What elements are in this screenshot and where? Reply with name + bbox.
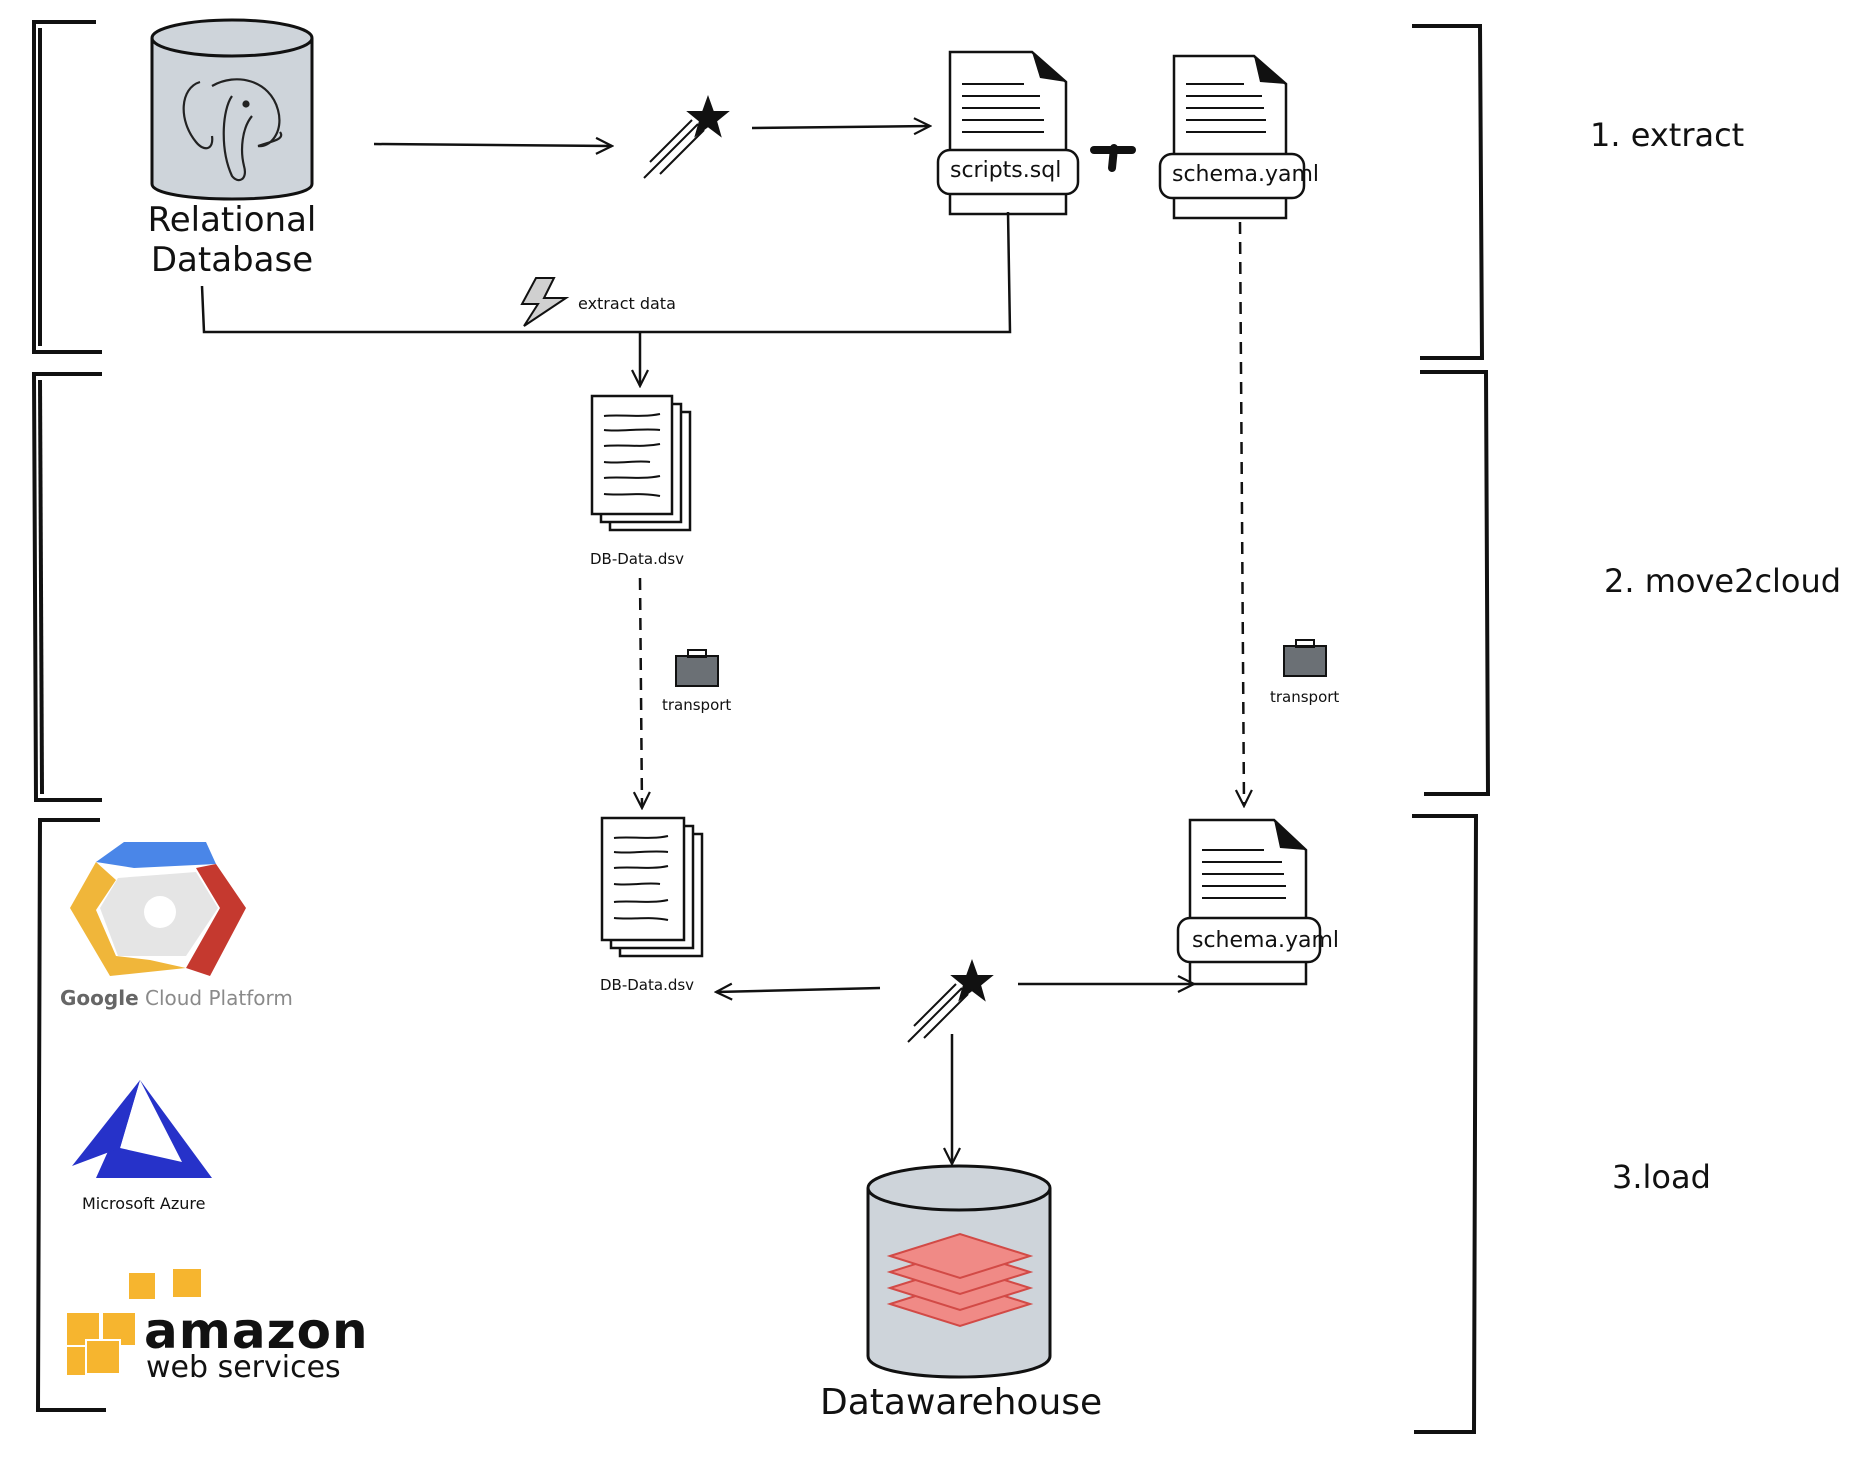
shooting-star-icon-bottom — [907, 959, 994, 1043]
extract-data-label: extract data — [578, 294, 676, 313]
db-data-label-bottom: DB-Data.dsv — [600, 976, 695, 994]
phase-load-label: 3.load — [1612, 1158, 1711, 1196]
microsoft-azure-logo — [72, 1080, 212, 1178]
layers-icon — [886, 1232, 1034, 1328]
bracket-right-load — [1412, 814, 1479, 1434]
transport-label-left: transport — [662, 696, 732, 714]
transport-label-right: transport — [1270, 688, 1340, 706]
relational-database-label-line2: Database — [150, 240, 314, 280]
datawarehouse-cylinder[interactable] — [866, 1164, 1052, 1379]
briefcase-icon-left — [675, 649, 719, 687]
dashed-arrow-data-transport — [640, 577, 642, 808]
scripts-sql-document[interactable] — [936, 50, 1080, 216]
db-data-label-top: DB-Data.dsv — [590, 550, 685, 568]
postgresql-elephant-icon — [182, 78, 283, 182]
gcp-cloud-platform-label: Cloud Platform — [145, 986, 293, 1010]
bracket-right-move2cloud — [1420, 370, 1491, 796]
google-cloud-platform-logo — [70, 840, 250, 976]
arrow-generator-to-data-bottom — [716, 988, 881, 992]
arrow-db-to-generator — [373, 144, 612, 146]
arrow-generator-to-scripts — [751, 126, 930, 128]
aws-amazon-label: amazon — [144, 1302, 369, 1360]
schema-yaml-label-top: schema.yaml — [1172, 162, 1319, 187]
aws-web-services-label: web services — [146, 1350, 341, 1385]
datawarehouse-label: Datawarehouse — [820, 1382, 1103, 1423]
aws-cubes-logo — [65, 1267, 203, 1377]
bracket-left-extract — [32, 20, 102, 354]
extract-data-connector — [200, 211, 1012, 334]
scripts-sql-label: scripts.sql — [950, 158, 1062, 183]
schema-yaml-document-bottom[interactable] — [1176, 818, 1322, 986]
bracket-left-move2cloud — [31, 372, 102, 802]
relational-database-label-line1: Relational — [147, 200, 317, 240]
schema-yaml-document-top[interactable] — [1158, 54, 1306, 220]
db-data-file-stack-top[interactable] — [590, 394, 692, 532]
bracket-left-load — [35, 818, 106, 1412]
lightning-icon — [520, 277, 570, 327]
bracket-right-extract — [1412, 24, 1485, 360]
db-data-file-stack-bottom[interactable] — [600, 816, 704, 958]
dashed-arrow-schema-transport — [1240, 221, 1244, 806]
phase-move2cloud-label: 2. move2cloud — [1604, 562, 1842, 600]
gcp-google-label: Google — [60, 986, 139, 1010]
gcp-label: Google Cloud Platform — [60, 986, 293, 1010]
azure-label: Microsoft Azure — [82, 1194, 206, 1213]
shooting-star-icon — [643, 95, 730, 179]
relational-database-cylinder[interactable] — [150, 18, 314, 201]
relational-database-label: Relational Database — [112, 200, 352, 280]
schema-yaml-label-bottom: schema.yaml — [1192, 928, 1339, 953]
plus-icon — [1090, 144, 1136, 172]
briefcase-icon-right — [1283, 639, 1327, 677]
phase-extract-label: 1. extract — [1590, 116, 1745, 154]
